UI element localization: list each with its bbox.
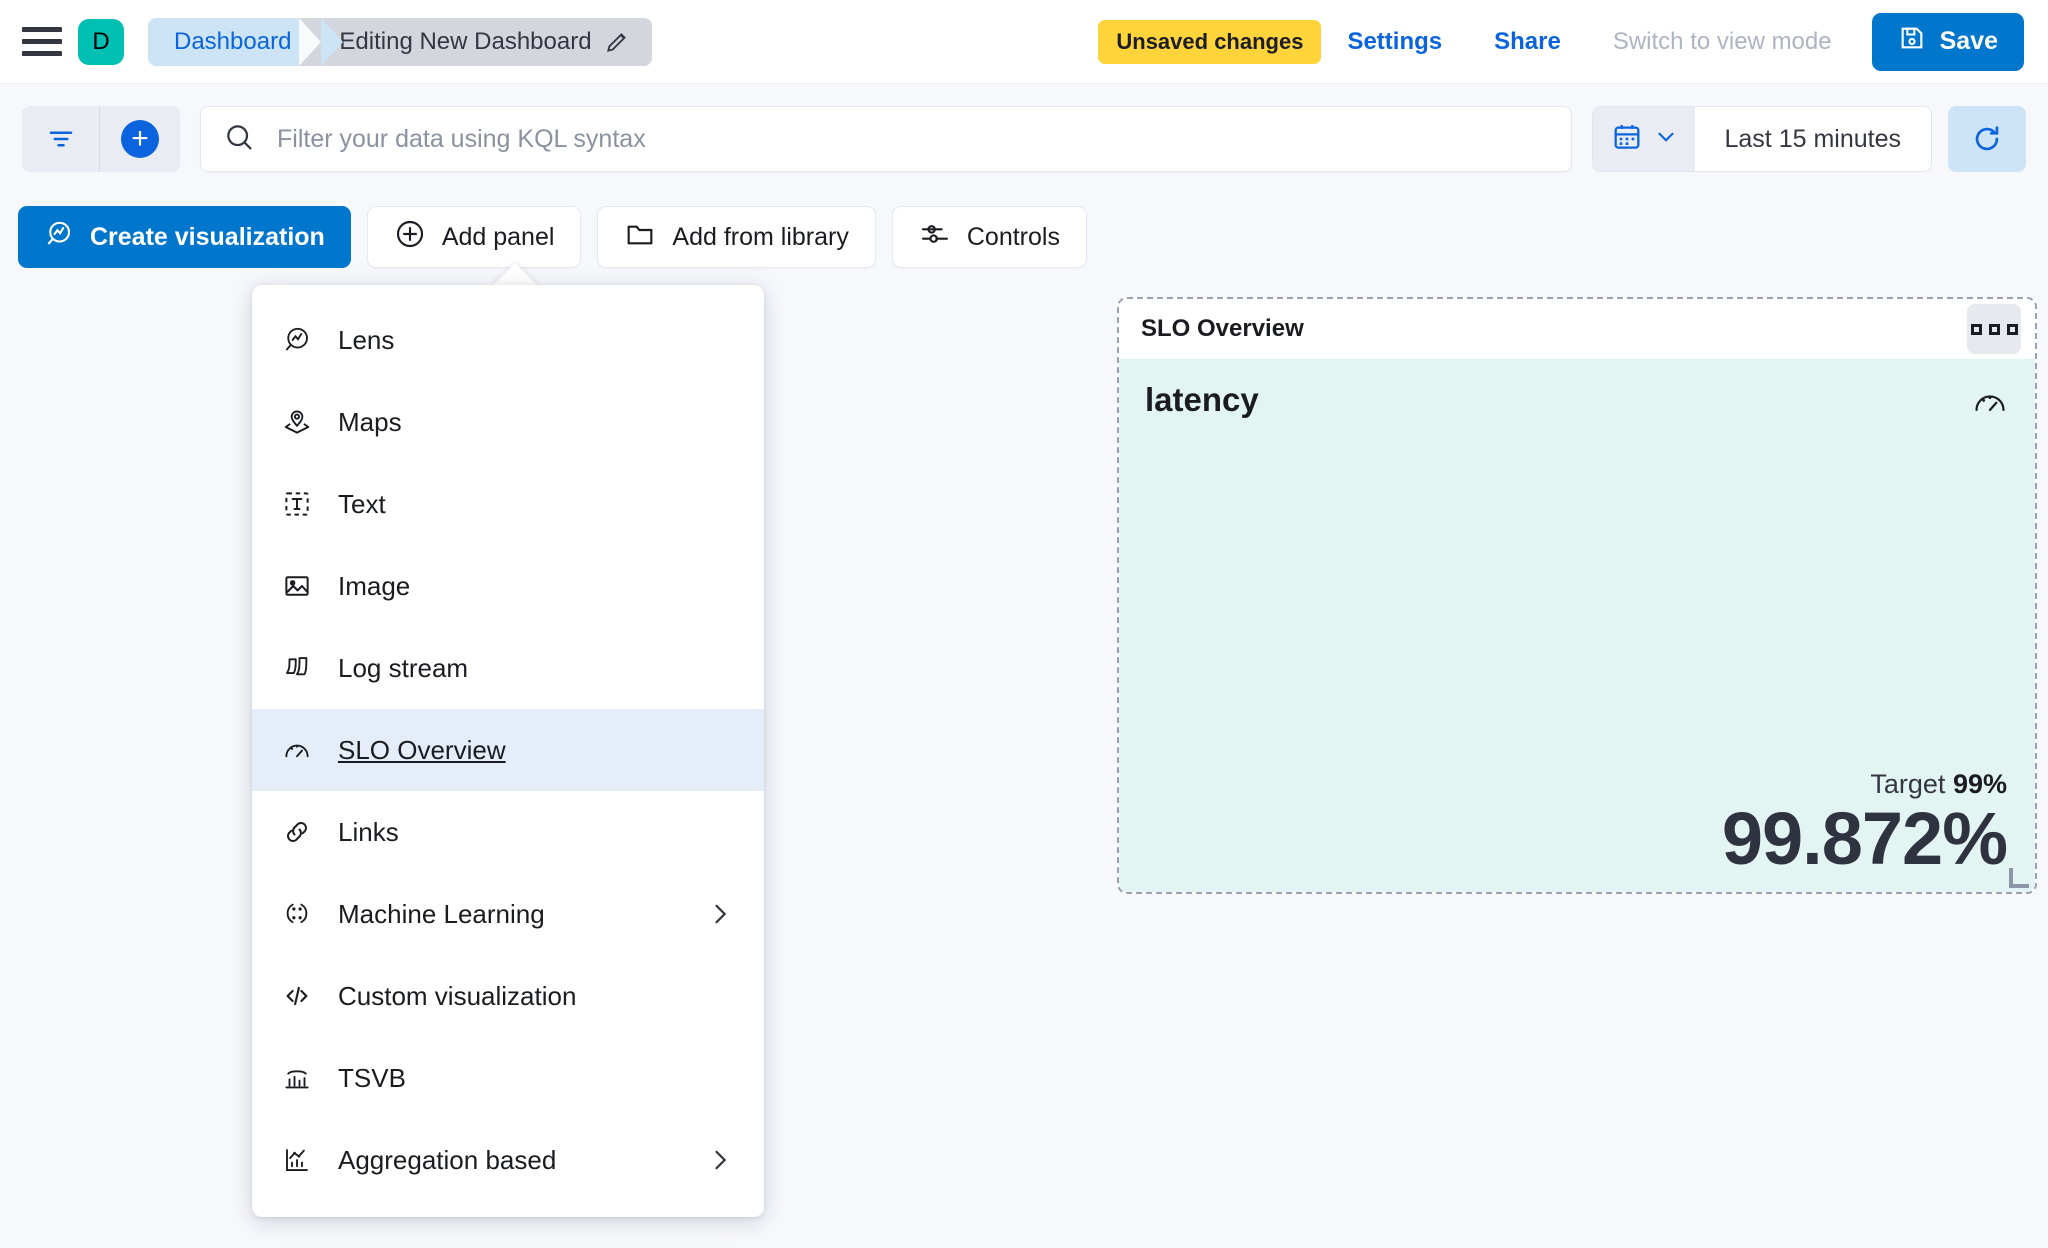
add-filter-button[interactable]: +	[100, 106, 180, 172]
app-header: D Dashboard Editing New Dashboard Unsave…	[0, 0, 2048, 84]
slo-current-value: 99.872%	[1721, 797, 2008, 880]
switch-to-view-mode-link[interactable]: Switch to view mode	[1612, 27, 1832, 55]
add-panel-label: Add panel	[441, 222, 555, 251]
breadcrumb-item-current[interactable]: Editing New Dashboard	[299, 17, 652, 66]
image-icon	[280, 571, 314, 601]
hamburger-menu-icon[interactable]	[22, 25, 62, 59]
machine-learning-icon	[280, 899, 314, 929]
menu-item-label: Maps	[338, 406, 402, 437]
slo-name: latency	[1145, 381, 1259, 418]
text-box-icon	[280, 489, 314, 519]
add-from-library-button[interactable]: Add from library	[597, 206, 876, 268]
add-panel-menu: Lens Maps Text	[252, 285, 764, 1217]
folder-icon	[624, 218, 656, 257]
menu-item-image[interactable]: Image	[252, 545, 764, 627]
filter-icon[interactable]	[22, 106, 100, 172]
avatar-letter: D	[92, 27, 110, 55]
pencil-icon[interactable]	[604, 29, 630, 55]
query-bar: +	[0, 84, 2048, 194]
slo-target: Target 99%	[1722, 769, 2007, 800]
menu-item-label: Custom visualization	[338, 980, 577, 1011]
lens-icon	[44, 219, 74, 256]
lens-icon	[280, 325, 314, 355]
controls-button[interactable]: Controls	[891, 206, 1087, 268]
menu-item-label: Lens	[338, 324, 395, 355]
avatar[interactable]: D	[78, 18, 124, 65]
menu-item-slo-overview[interactable]: SLO Overview	[252, 709, 764, 791]
menu-item-label: SLO Overview	[338, 734, 506, 765]
create-visualization-label: Create visualization	[90, 222, 325, 251]
menu-item-aggregation-based[interactable]: Aggregation based	[252, 1119, 764, 1201]
chevron-right-icon	[706, 1146, 734, 1174]
code-icon	[280, 981, 314, 1011]
menu-item-label: TSVB	[338, 1062, 406, 1093]
gauge-icon	[280, 735, 314, 765]
plus-circle-outline-icon	[394, 218, 426, 257]
slo-stats: Target 99% 99.872%	[1721, 769, 2008, 880]
search-input[interactable]	[277, 124, 1549, 154]
controls-label: Controls	[966, 222, 1060, 251]
sliders-icon	[919, 218, 951, 257]
breadcrumb-current-label: Editing New Dashboard	[339, 27, 592, 55]
panel-body: latency Target 99% 99.872%	[1119, 359, 2035, 892]
refresh-button[interactable]	[1948, 106, 2026, 172]
menu-item-log-stream[interactable]: Log stream	[252, 627, 764, 709]
create-visualization-button[interactable]: Create visualization	[18, 206, 351, 268]
save-button-label: Save	[1939, 27, 1998, 55]
slo-target-prefix: Target	[1870, 769, 1946, 799]
link-icon	[280, 817, 314, 847]
settings-link[interactable]: Settings	[1347, 27, 1443, 55]
panel-header: SLO Overview	[1119, 299, 2035, 359]
slo-overview-panel[interactable]: SLO Overview latency Target 99%	[1117, 297, 2037, 894]
tsvb-chart-icon	[280, 1063, 314, 1093]
save-disk-icon	[1898, 24, 1926, 59]
header-actions: Unsaved changes Settings Share Switch to…	[1098, 12, 2024, 71]
time-range-value[interactable]: Last 15 minutes	[1724, 124, 1902, 153]
menu-item-lens[interactable]: Lens	[252, 299, 764, 381]
search-icon	[223, 121, 255, 158]
date-picker: Last 15 minutes	[1591, 106, 1932, 172]
search-bar[interactable]	[200, 106, 1572, 172]
log-stream-icon	[280, 653, 314, 683]
calendar-icon	[1611, 121, 1643, 158]
map-pin-layers-icon	[280, 407, 314, 437]
panel-title: SLO Overview	[1141, 315, 1304, 342]
menu-item-maps[interactable]: Maps	[252, 381, 764, 463]
menu-item-label: Machine Learning	[338, 898, 545, 929]
menu-item-custom-visualization[interactable]: Custom visualization	[252, 955, 764, 1037]
menu-item-tsvb[interactable]: TSVB	[252, 1037, 764, 1119]
plus-circle-icon: +	[121, 120, 159, 158]
gauge-icon	[1971, 383, 2009, 426]
panel-resize-handle[interactable]	[2009, 868, 2029, 888]
panel-context-menu-icon[interactable]	[1967, 304, 2021, 354]
unsaved-changes-badge[interactable]: Unsaved changes	[1098, 19, 1322, 64]
date-quick-select-button[interactable]	[1592, 107, 1695, 171]
menu-item-label: Image	[338, 570, 411, 601]
filter-controls: +	[22, 106, 180, 172]
menu-item-label: Text	[338, 488, 386, 519]
dashboard-toolbar: Create visualization Add panel Add from …	[0, 200, 2048, 274]
slo-target-value: 99%	[1952, 769, 2007, 799]
breadcrumb-root-label: Dashboard	[174, 27, 292, 55]
menu-item-machine-learning[interactable]: Machine Learning	[252, 873, 764, 955]
add-from-library-label: Add from library	[672, 222, 849, 251]
menu-item-label: Log stream	[338, 652, 469, 683]
chevron-right-icon	[706, 900, 734, 928]
menu-item-text[interactable]: Text	[252, 463, 764, 545]
breadcrumb: Dashboard Editing New Dashboard	[148, 17, 652, 66]
popover-arrow	[492, 263, 538, 286]
add-panel-button[interactable]: Add panel	[366, 206, 582, 268]
aggregation-chart-icon	[280, 1145, 314, 1175]
menu-item-label: Aggregation based	[338, 1144, 557, 1175]
save-button[interactable]: Save	[1871, 12, 2024, 71]
breadcrumb-item-dashboard[interactable]: Dashboard	[148, 17, 344, 66]
menu-item-links[interactable]: Links	[252, 791, 764, 873]
menu-item-label: Links	[338, 816, 399, 847]
chevron-down-icon	[1653, 124, 1679, 155]
share-link[interactable]: Share	[1494, 27, 1561, 55]
